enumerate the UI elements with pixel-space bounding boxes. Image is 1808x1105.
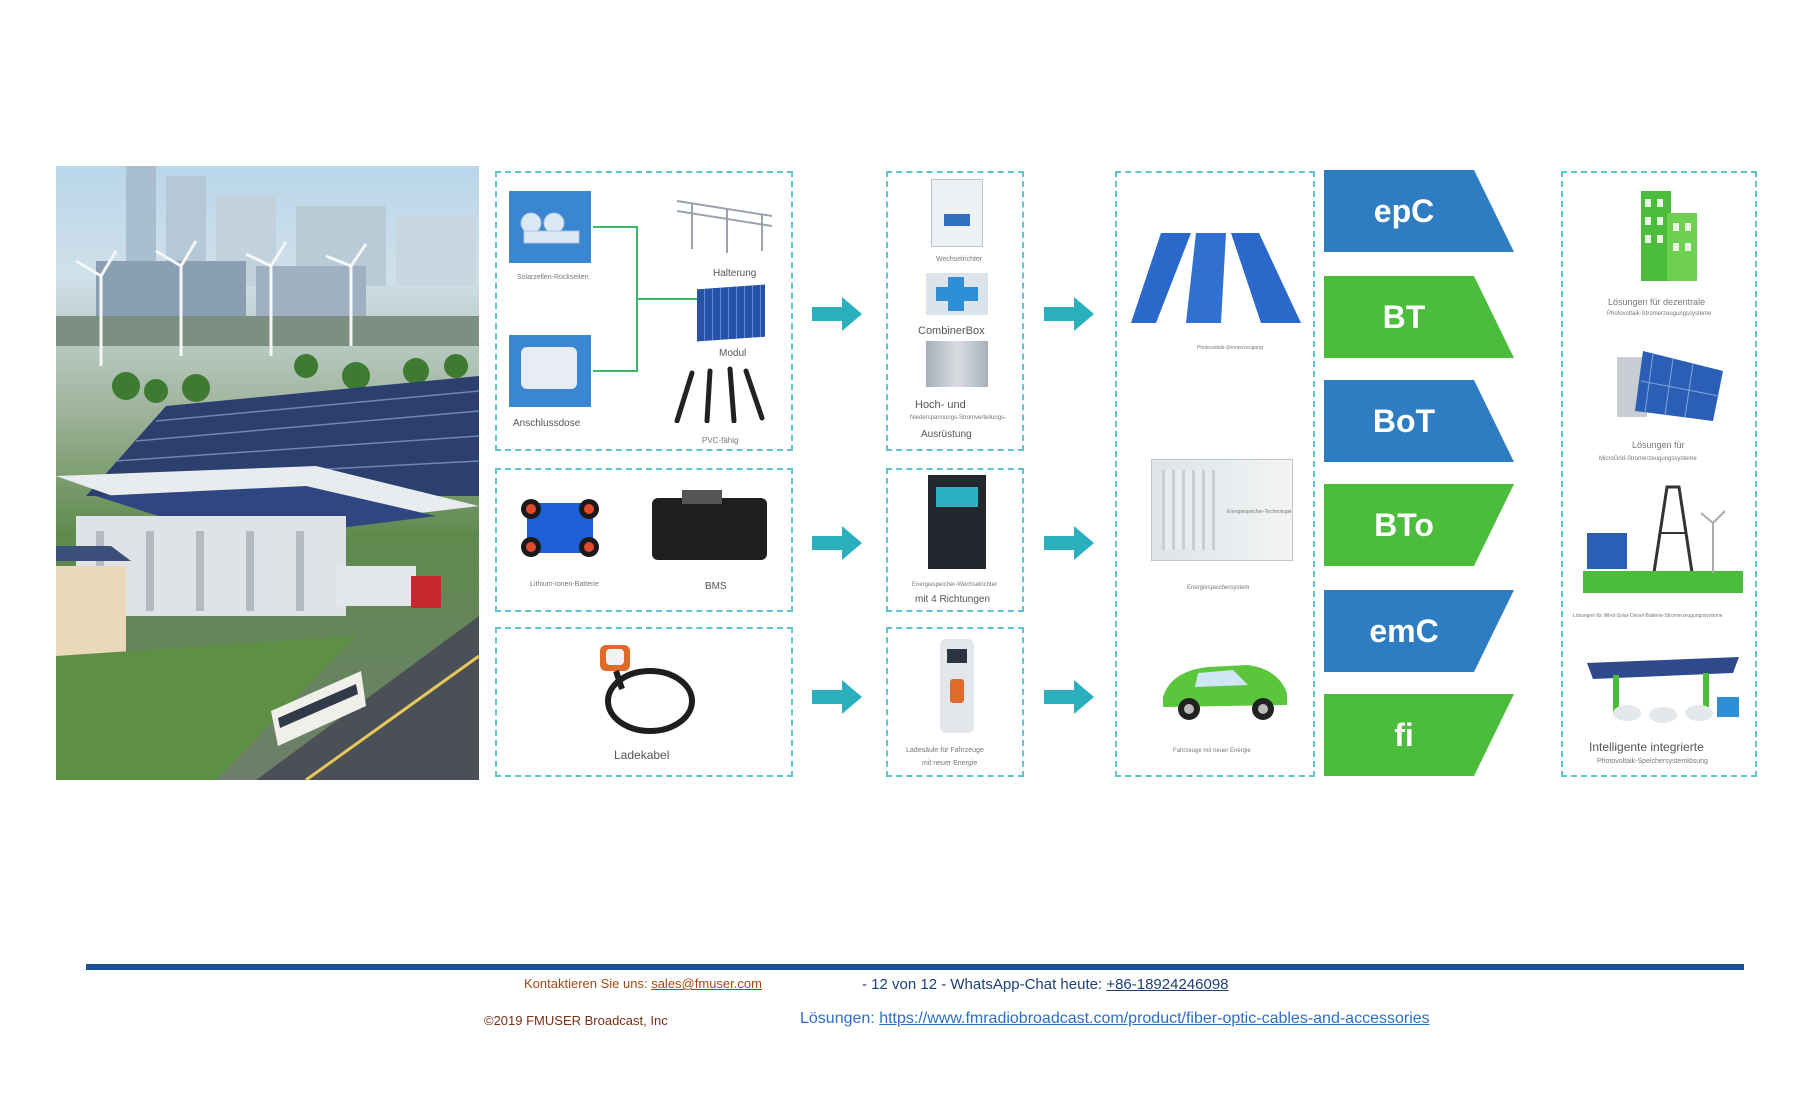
contact-email-link[interactable]: sales@fmuser.com xyxy=(651,976,762,991)
wind-solar-tower-icon xyxy=(1583,483,1743,593)
storage-components-panel: Lithium-Ionen-Batterie BMS xyxy=(495,468,793,612)
hv-equipment-line1: Hoch- und xyxy=(915,399,966,411)
bms-label: BMS xyxy=(705,581,727,592)
storage-inverter-label2: mit 4 Richtungen xyxy=(915,594,990,605)
arrow-right-icon xyxy=(812,526,862,560)
storage-inverter-icon xyxy=(928,475,986,569)
arrow-right-icon xyxy=(1044,526,1094,560)
solution1-label-a: Lösungen für dezentrale xyxy=(1608,297,1705,307)
model-bto-tag: BTo xyxy=(1324,484,1514,566)
pv-components-panel: Solarzellen-Rückseiten Halterung Modul A… xyxy=(495,171,793,451)
systems-panel: Photovoltaik-Stromerzeugung Energiespeic… xyxy=(1115,171,1315,777)
solution4-label-a: Intelligente integrierte xyxy=(1589,740,1704,754)
battery-label: Lithium-Ionen-Batterie xyxy=(530,581,599,588)
model-bot-tag: BoT xyxy=(1324,380,1514,462)
pv-cable-icon xyxy=(662,363,772,423)
solutions-panel: Lösungen für dezentrale Photovoltaik-Str… xyxy=(1561,171,1757,777)
mount-label: Halterung xyxy=(713,268,756,279)
model-bt-tag: BT xyxy=(1324,276,1514,358)
pv-cable-label: PVC-fähig xyxy=(702,436,738,445)
whatsapp-phone-link[interactable]: +86-18924246098 xyxy=(1106,976,1228,993)
combiner-box-icon xyxy=(926,273,988,315)
arrow-right-icon xyxy=(812,297,862,331)
charger-equipment-panel: Ladesäule für Fahrzeuge mit neuer Energi… xyxy=(886,627,1024,777)
solutions-link-line: Lösungen: https://www.fmradiobroadcast.c… xyxy=(800,1010,1430,1028)
contact-label: Kontaktieren Sie uns: xyxy=(524,976,651,991)
combiner-box-label: CombinerBox xyxy=(918,325,985,337)
model-epc-label: epC xyxy=(1324,170,1484,252)
solutions-link-label: Lösungen: xyxy=(800,1010,879,1027)
model-emc-label: emC xyxy=(1324,590,1484,672)
footer-divider xyxy=(86,964,1744,970)
charger-label1: Ladesäule für Fahrzeuge xyxy=(906,747,984,754)
bms-icon xyxy=(652,498,767,560)
arrow-right-icon xyxy=(812,680,862,714)
solar-cells-label: Solarzellen-Rückseiten xyxy=(517,274,589,281)
solutions-url-link[interactable]: https://www.fmradiobroadcast.com/product… xyxy=(879,1010,1429,1027)
charging-station-icon xyxy=(940,639,974,733)
electric-car-icon xyxy=(1153,653,1293,723)
contact-line: Kontaktieren Sie uns: sales@fmuser.com xyxy=(524,976,762,991)
solution2-label-b: MicroGrid-Stromerzeugungssysteme xyxy=(1599,456,1697,462)
solar-carport-icon xyxy=(1583,653,1743,733)
copyright-text: ©2019 FMUSER Broadcast, Inc xyxy=(484,1013,668,1028)
module-label: Modul xyxy=(719,348,746,359)
solution4-label-b: Photovoltaik-Speichersystemlösung xyxy=(1597,758,1708,765)
storage-equipment-panel: Energiespeicher-Wechselrichter mit 4 Ric… xyxy=(886,468,1024,612)
module-icon xyxy=(697,285,765,342)
green-building-icon xyxy=(1623,183,1703,283)
charging-components-panel: Ladekabel xyxy=(495,627,793,777)
solution2-label-a: Lösungen für xyxy=(1632,440,1685,450)
ev-label: Fahrzeuge mit neuer Energie xyxy=(1173,748,1251,754)
inverter-icon xyxy=(931,179,983,247)
hv-equipment-line3: Ausrüstung xyxy=(921,429,972,440)
junction-box-label: Anschlussdose xyxy=(513,418,580,429)
storage-inverter-label1: Energiespeicher-Wechselrichter xyxy=(912,582,997,588)
model-fi-tag: fi xyxy=(1324,694,1514,776)
model-fi-label: fi xyxy=(1324,694,1484,776)
page-info: - 12 von 12 - WhatsApp-Chat heute: +86-1… xyxy=(862,976,1229,993)
solution3-label: Lösungen für Wind-Solar-Diesel-Batterie-… xyxy=(1573,613,1723,619)
storage-tech-label: Energiespeicher-Technologie xyxy=(1227,509,1292,515)
arrow-right-icon xyxy=(1044,297,1094,331)
arrow-right-icon xyxy=(1044,680,1094,714)
model-bto-label: BTo xyxy=(1324,484,1484,566)
pv-plant-icon xyxy=(1131,233,1301,323)
model-epc-tag: epC xyxy=(1324,170,1514,252)
inverter-label: Wechselrichter xyxy=(936,256,982,263)
model-emc-tag: emC xyxy=(1324,590,1514,672)
pv-equipment-panel: Wechselrichter CombinerBox Hoch- und Nie… xyxy=(886,171,1024,451)
solar-panel-icon xyxy=(1613,351,1723,423)
page-number-text: - 12 von 12 - WhatsApp-Chat heute: xyxy=(862,976,1106,993)
switchgear-icon xyxy=(926,341,988,387)
junction-box-icon xyxy=(509,335,591,407)
hv-equipment-line2: Niederspannungs-Stromverteilungs- xyxy=(910,415,1006,421)
solar-tube-icon xyxy=(509,191,591,263)
pv-plant-label: Photovoltaik-Stromerzeugung xyxy=(1197,345,1263,351)
charging-cable-label: Ladekabel xyxy=(614,748,669,762)
battery-icon xyxy=(519,495,599,561)
charging-cable-icon xyxy=(592,641,702,741)
solar-city-illustration xyxy=(56,166,479,780)
storage-system-label: Energiespeichersystem xyxy=(1187,585,1249,591)
model-bt-label: BT xyxy=(1324,276,1484,358)
charger-label2: mit neuer Energie xyxy=(922,760,977,767)
solution1-label-b: Photovoltaik-Stromerzeugungssysteme xyxy=(1607,311,1711,317)
model-bot-label: BoT xyxy=(1324,380,1484,462)
